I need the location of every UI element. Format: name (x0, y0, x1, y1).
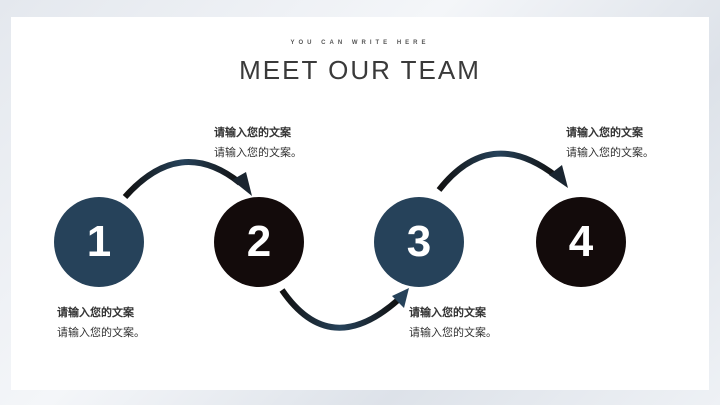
page-title: MEET OUR TEAM (239, 55, 481, 85)
step-1-circle: 1 (54, 197, 144, 287)
step-2-body: 请输入您的文案。 (214, 146, 302, 159)
step-1-body: 请输入您的文案。 (57, 326, 145, 339)
arrow-2-to-3-icon (279, 288, 409, 331)
step-1-text: 请输入您的文案 请输入您的文案。 (57, 303, 145, 343)
step-2-circle: 2 (214, 197, 304, 287)
step-3-body: 请输入您的文案。 (409, 326, 497, 339)
subtitle: YOU CAN WRITE HERE (290, 40, 430, 46)
step-4-circle: 4 (536, 197, 626, 287)
step-4-heading: 请输入您的文案 (566, 126, 643, 139)
step-2-text: 请输入您的文案 请输入您的文案。 (214, 123, 302, 163)
step-2-heading: 请输入您的文案 (214, 126, 291, 139)
step-4-body: 请输入您的文案。 (566, 146, 654, 159)
step-3-circle: 3 (374, 197, 464, 287)
step-3-text: 请输入您的文案 请输入您的文案。 (409, 303, 497, 343)
arrow-1-to-2-icon (122, 159, 252, 199)
step-1-heading: 请输入您的文案 (57, 306, 134, 319)
arrow-3-to-4-icon (436, 150, 568, 192)
step-3-heading: 请输入您的文案 (409, 306, 486, 319)
step-4-text: 请输入您的文案 请输入您的文案。 (566, 123, 654, 163)
